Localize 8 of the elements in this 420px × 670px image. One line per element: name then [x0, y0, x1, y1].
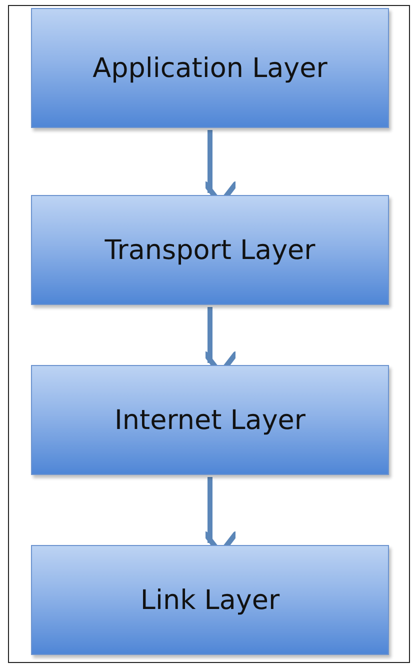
- layer-label: Internet Layer: [114, 404, 306, 436]
- layer-box: [31, 8, 389, 128]
- layer-label: Application Layer: [92, 52, 328, 84]
- layer-box: [31, 195, 389, 305]
- layer-box: [31, 545, 389, 655]
- layer-label: Transport Layer: [104, 234, 316, 266]
- layer-label: Link Layer: [140, 584, 280, 616]
- layer-box: [31, 365, 389, 475]
